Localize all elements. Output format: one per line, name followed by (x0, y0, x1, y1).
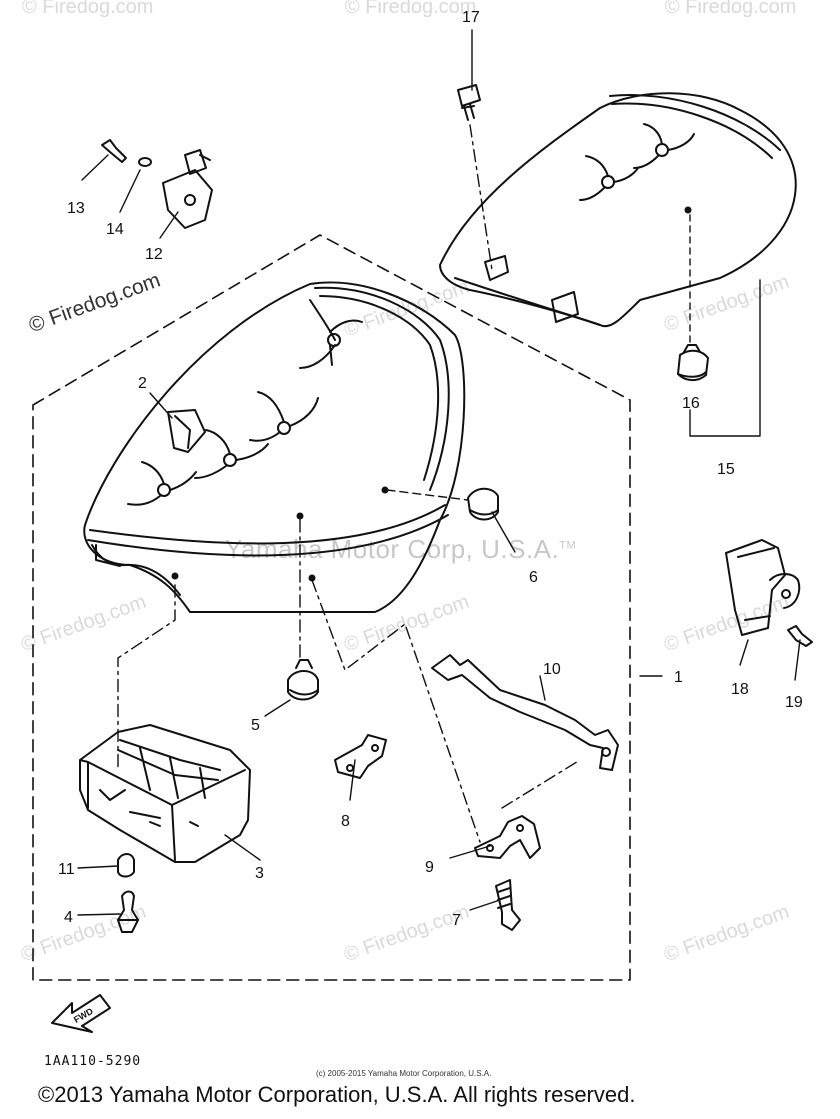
fastener-4 (117, 890, 139, 933)
fwd-label: FWD (72, 1006, 95, 1025)
bracket-8 (334, 734, 387, 779)
rear-seat (439, 92, 797, 328)
callout-11: 11 (58, 861, 75, 878)
callout-3: 3 (255, 865, 264, 882)
watermark-top-left: © Firedog.com (22, 0, 154, 18)
footer-copyright: ©2013 Yamaha Motor Corporation, U.S.A. A… (38, 1082, 636, 1107)
callout-8: 8 (341, 813, 350, 830)
callout-1: 1 (674, 669, 683, 686)
callout-19: 19 (785, 694, 803, 711)
callout-12: 12 (145, 246, 163, 263)
callout-2: 2 (138, 375, 147, 392)
damper-16 (677, 344, 709, 382)
part-code: 1AA110-5290 (44, 1054, 142, 1069)
callout-16: 16 (682, 395, 700, 412)
bolt-7 (495, 879, 521, 931)
callout-5: 5 (251, 717, 260, 734)
callout-15: 15 (717, 461, 735, 478)
callout-14: 14 (106, 221, 124, 238)
callout-17: 17 (462, 9, 480, 26)
grommet-11 (117, 853, 135, 878)
callout-labels: 1 2 3 4 5 6 7 8 9 10 11 12 13 14 15 16 1… (58, 9, 803, 929)
damper-5 (287, 659, 319, 701)
screw-13 (101, 139, 127, 163)
bracket-9 (474, 815, 541, 859)
assembly-boundary (32, 234, 631, 981)
callout-6: 6 (529, 569, 538, 586)
callout-7: 7 (452, 912, 461, 929)
bolt-17 (457, 84, 481, 121)
bar-10 (431, 654, 619, 771)
watermark-top-right: © Firedog.com (665, 0, 797, 18)
callout-18: 18 (731, 681, 749, 698)
screw-19 (787, 625, 813, 647)
watermark-top-center: © Firedog.com (345, 0, 477, 18)
seat-lock-18 (725, 539, 801, 636)
callout-10: 10 (543, 661, 561, 678)
fwd-arrow-icon (51, 994, 111, 1033)
damper-6 (467, 487, 499, 521)
small-copyright: (c) 2005-2015 Yamaha Motor Corporation, … (316, 1069, 492, 1078)
tray-3 (79, 724, 251, 863)
callout-13: 13 (67, 200, 85, 217)
callout-4: 4 (64, 909, 73, 926)
callout-9: 9 (425, 859, 434, 876)
bracket-12 (162, 149, 213, 229)
washer-14 (138, 157, 152, 167)
main-seat (83, 281, 466, 613)
